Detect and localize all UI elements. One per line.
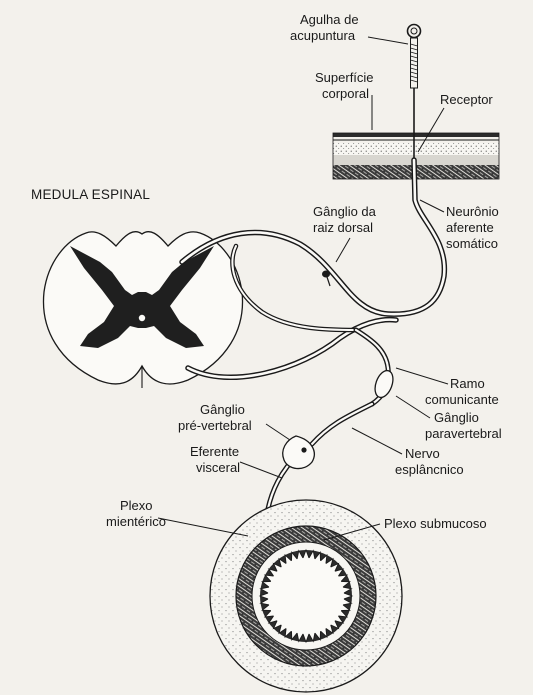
visceral-efferent-label-2: visceral	[196, 460, 240, 475]
myenteric-label-2: mientérico	[106, 514, 166, 529]
dorsal-ganglion-label-2: raiz dorsal	[313, 220, 373, 235]
paravertebral-label-1: Gânglio	[434, 410, 479, 425]
needle-label-1: Agulha de	[300, 12, 359, 27]
dorsal-ganglion-label-1: Gânglio da	[313, 204, 377, 219]
prevertebral-label-2: pré-vertebral	[178, 418, 252, 433]
paravertebral-ganglion	[372, 368, 397, 400]
spinal-cord	[43, 232, 242, 388]
receptor-label: Receptor	[440, 92, 493, 107]
gut-cross-section	[210, 500, 402, 692]
visceral-efferent-label-1: Eferente	[190, 444, 239, 459]
splanchnic-label-2: esplâncnico	[395, 462, 464, 477]
surface-label-1: Superfície	[315, 70, 374, 85]
prevertebral-ganglion	[283, 436, 315, 469]
paravertebral-label-2: paravertebral	[425, 426, 502, 441]
myenteric-label-1: Plexo	[120, 498, 153, 513]
dorsal-root-ganglion	[322, 271, 330, 287]
prevertebral-label-1: Gânglio	[200, 402, 245, 417]
ramus-label-2: comunicante	[425, 392, 499, 407]
surface-label-2: corporal	[322, 86, 369, 101]
splanchnic-label-1: Nervo	[405, 446, 440, 461]
afferent-label-2: aferente	[446, 220, 494, 235]
submucosal-label: Plexo submucoso	[384, 516, 487, 531]
afferent-label-3: somático	[446, 236, 498, 251]
spinal-cord-title: MEDULA ESPINAL	[31, 187, 150, 202]
needle-label-2: acupuntura	[290, 28, 356, 43]
afferent-label-1: Neurônio	[446, 204, 499, 219]
ramus-label-1: Ramo	[450, 376, 485, 391]
